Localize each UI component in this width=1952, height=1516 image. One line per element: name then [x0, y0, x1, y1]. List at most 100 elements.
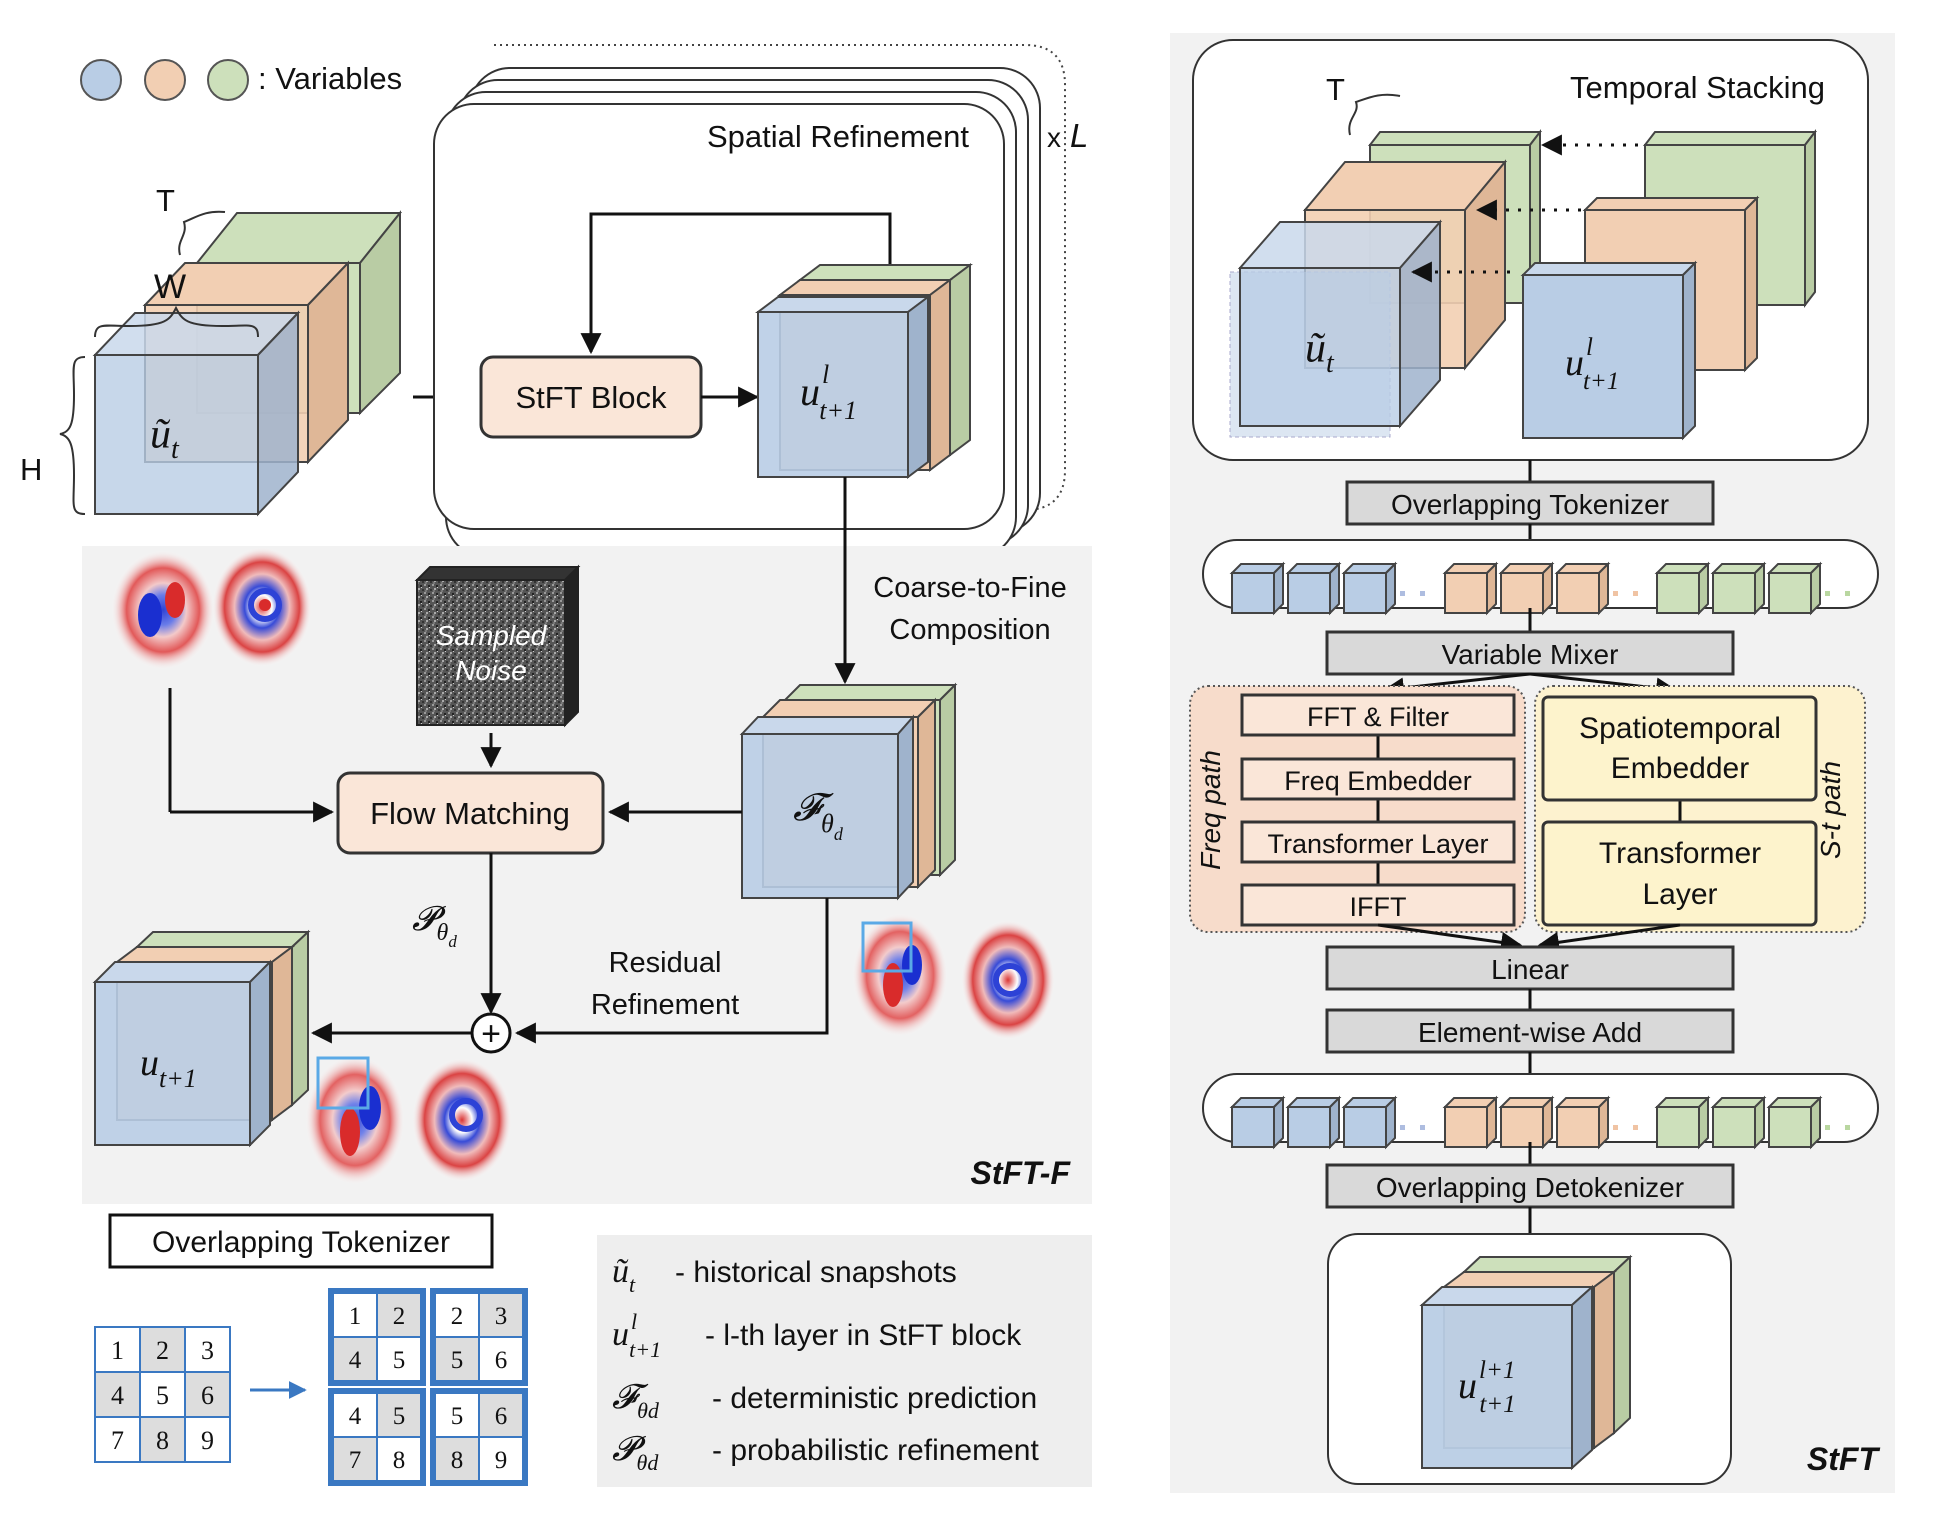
- token-cube: [1287, 572, 1331, 614]
- residual-line1: Residual: [609, 947, 722, 979]
- token-cube-side: [1810, 1095, 1821, 1150]
- token-ellipsis-dot: [1613, 1125, 1618, 1130]
- token-cube-side: [1754, 561, 1765, 616]
- patch-cell: [434, 1292, 480, 1338]
- token-cube: [1343, 572, 1387, 614]
- patch-cell: [478, 1436, 524, 1482]
- token-cube-side: [1542, 561, 1553, 616]
- grid-cell-number: 7: [111, 1426, 124, 1455]
- token-cube: [1287, 1106, 1331, 1148]
- token-cube: [1343, 1106, 1387, 1148]
- left-tokenizer-box: [108, 1213, 494, 1269]
- token-cube: [1768, 572, 1812, 614]
- spatial-refinement-title: Spatial Refinement: [707, 119, 969, 154]
- left-tokenizer-label: Overlapping Tokenizer: [152, 1226, 450, 1259]
- legend-description: - l-th layer in StFT block: [705, 1319, 1022, 1352]
- stft-f-title: StFT-F: [970, 1155, 1071, 1191]
- token-cube-side: [1385, 1095, 1396, 1150]
- grid-cell-number: 9: [201, 1426, 214, 1455]
- token-cube: [1656, 572, 1700, 614]
- st-transformer-line1: Transformer: [1599, 837, 1761, 870]
- highlight-box-2: [316, 1056, 370, 1110]
- token-cube-side: [1542, 1095, 1553, 1150]
- grid-cell-number: 4: [111, 1381, 124, 1410]
- flow-matching-block: [336, 771, 605, 855]
- token-cube-side: [1810, 561, 1821, 616]
- arrow-freq-to-linear: [1377, 923, 1523, 953]
- residual-line2: Refinement: [591, 989, 739, 1021]
- token-ellipsis-dot: [1845, 591, 1850, 596]
- token-cube: [1768, 1106, 1812, 1148]
- output-cube: ut+1: [92, 929, 311, 1148]
- feedback-loop-arrow: [580, 212, 892, 355]
- freq-path-label: Freq path: [1195, 750, 1226, 870]
- grid-cell-number: 5: [156, 1381, 169, 1410]
- dim-h-brace: [59, 356, 86, 515]
- patch-cell-number: 2: [451, 1303, 464, 1330]
- dim-w-label: W: [154, 268, 186, 306]
- grid-cell-number: 8: [156, 1426, 169, 1455]
- legend-green-circle: [207, 59, 249, 101]
- sampled-noise-line2: Noise: [455, 655, 527, 686]
- st-embedder-line1: Spatiotemporal: [1579, 712, 1781, 745]
- patch-cell-number: 4: [349, 1403, 362, 1430]
- temporal-stack-cube: ũt: [1229, 129, 1543, 438]
- temporal-t-brace: [1348, 93, 1401, 136]
- patch-cell-number: 7: [349, 1447, 362, 1474]
- st-path-label: S-t path: [1815, 761, 1846, 859]
- variables-legend: : Variables: [80, 59, 402, 101]
- legend-symbol: ũt: [612, 1253, 636, 1297]
- patch-cell-number: 5: [393, 1403, 406, 1430]
- patch-cell: [376, 1336, 422, 1382]
- input-field-images: [111, 547, 312, 670]
- dim-t-brace: [178, 210, 226, 256]
- token-cube: [1444, 572, 1488, 614]
- spatial-refinement-frame: Spatial Refinement x L: [433, 44, 1088, 558]
- overlapping-tokenizer-label: Overlapping Tokenizer: [1391, 489, 1669, 520]
- token-cube: [1500, 1106, 1544, 1148]
- token-patch: [328, 1388, 426, 1486]
- sum-node-symbol: +: [481, 1015, 501, 1053]
- token-ellipsis-dot: [1825, 1125, 1830, 1130]
- symbol-legend-box: [597, 1235, 1092, 1487]
- token-ellipsis-dot: [1400, 591, 1405, 596]
- token-cube-side: [1754, 1095, 1765, 1150]
- legend-blue-circle: [80, 59, 122, 101]
- token-cube-side: [1273, 561, 1284, 616]
- legend-description: - deterministic prediction: [712, 1382, 1037, 1415]
- grid-cell: [94, 1371, 141, 1418]
- st-transformer-line2: Layer: [1642, 878, 1717, 911]
- patch-cell-number: 5: [393, 1347, 406, 1374]
- grid-cell: [184, 1416, 231, 1463]
- patch-cell-number: 5: [451, 1403, 464, 1430]
- patch-cell: [478, 1336, 524, 1382]
- ifft-block: [1240, 883, 1516, 927]
- elementwise-add-label: Element-wise Add: [1418, 1017, 1642, 1048]
- token-patch: [430, 1388, 528, 1486]
- token-cube-side: [1329, 1095, 1340, 1150]
- freq-embedder-block: [1240, 757, 1516, 801]
- st-embedder-line2: Embedder: [1611, 752, 1749, 785]
- input-cube-label: ũt: [150, 412, 180, 465]
- legend-variables-label: : Variables: [258, 61, 402, 96]
- ifft-label: IFFT: [1350, 892, 1407, 922]
- input-cube-stack: ũt: [92, 210, 403, 517]
- token-cube-side: [1329, 561, 1340, 616]
- patch-cell-number: 2: [393, 1303, 406, 1330]
- fft-filter-label: FFT & Filter: [1307, 702, 1449, 732]
- residual-field-images: [852, 913, 1055, 1040]
- stacking-arrows: [1410, 134, 1650, 283]
- sampled-noise-cube: Sampled Noise: [414, 564, 581, 728]
- arrow-st-to-linear: [1537, 923, 1681, 953]
- temporal-t-label: T: [1326, 72, 1345, 107]
- token-patch: [328, 1288, 426, 1386]
- token-ellipsis-dot: [1633, 591, 1638, 596]
- token-cube-side: [1698, 561, 1709, 616]
